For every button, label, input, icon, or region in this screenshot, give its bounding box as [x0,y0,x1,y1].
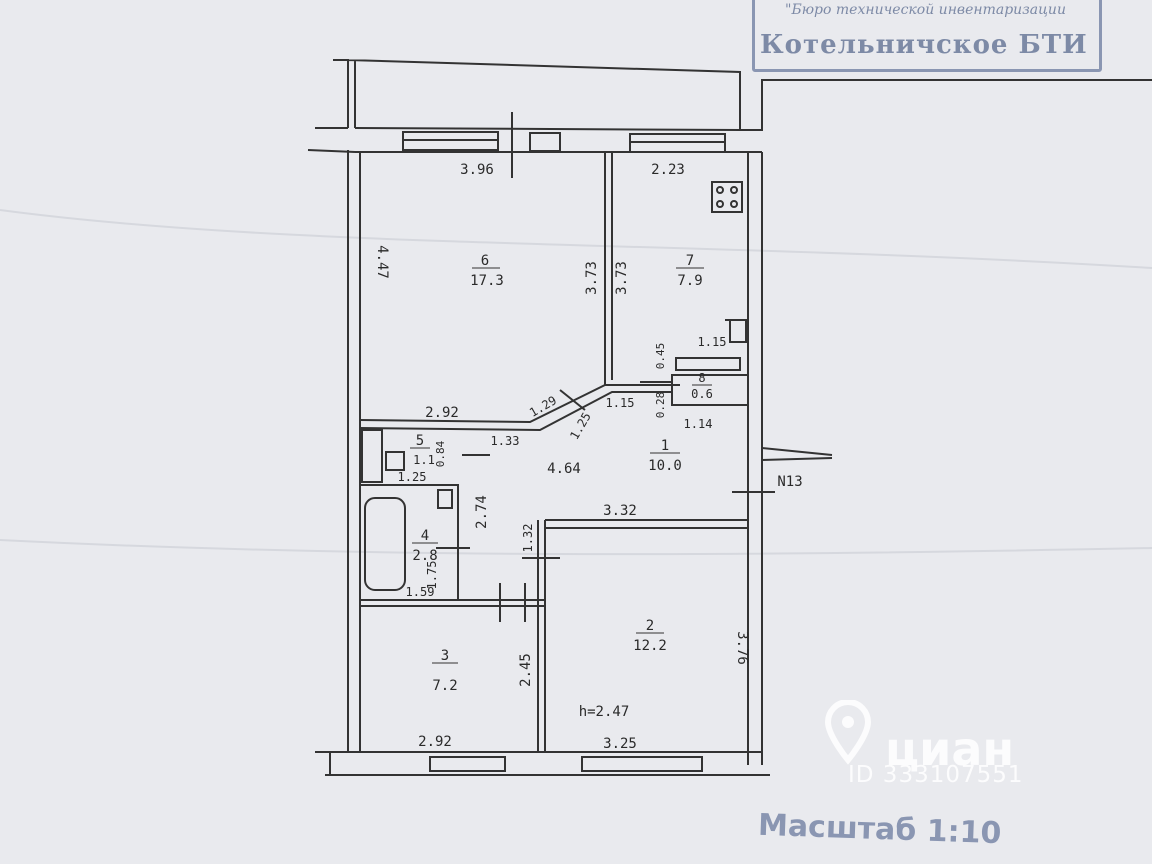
room-number: 2 [646,618,654,634]
room-number: 5 [416,433,424,449]
stamp-line-1: "Бюро технической инвентаризации [785,2,1066,18]
dim-pantry-side: 0.45 [654,343,667,370]
dim-bottom-right: 3.25 [603,736,637,752]
dim-room2-step: 1.32 [521,524,535,553]
room-area: 2.8 [412,548,437,564]
room-number: 3 [441,648,449,664]
dim-pantry-top: 1.15 [698,335,727,349]
room-area: 10.0 [648,458,682,474]
dim-corridor-274: 2.74 [474,495,490,529]
watermark-id: ID 333107551 [848,762,1024,788]
dim-bath-width: 1.59 [406,585,435,599]
walls [307,59,1152,776]
dim-pantry-width: 1.14 [684,417,713,431]
room-number: 4 [421,528,429,544]
dim-left-room6: 4.47 [374,245,390,279]
bti-stamp [752,0,1102,72]
dim-room6-right: 3.73 [584,261,600,295]
paper-folds [0,209,1152,556]
room-area: 7.2 [432,678,457,694]
room-number: 8 [698,371,705,385]
watermark-brand: циан [885,722,1015,776]
dimension-labels: 3.96 2.23 4.47 3.73 3.73 1.15 0.45 2.92 … [374,162,803,752]
room-area: 7.9 [677,273,702,289]
room-area: 1.1 [413,453,435,467]
dim-room2-side: 3.76 [734,631,750,665]
ceiling-height: h=2.47 [579,704,630,720]
dim-room2-top: 3.32 [603,503,637,519]
dim-corridor-top: 2.92 [425,405,459,421]
location-pin-icon [824,700,872,765]
room-area: 17.3 [470,273,504,289]
dim-angle-2: 1.25 [567,410,594,442]
room-number: 1 [661,438,669,454]
room-area: 12.2 [633,638,667,654]
dim-corridor-length: 4.64 [547,461,581,477]
apartment-number: N13 [777,474,802,490]
dim-room7-left: 3.73 [614,261,630,295]
dim-room3-side: 2.45 [518,653,534,687]
room-number: 7 [686,253,694,269]
dim-corridor-133: 1.33 [491,434,520,448]
dim-wc-width: 1.25 [398,470,427,484]
room-area: 0.6 [691,387,713,401]
dim-angle-3: 1.15 [606,396,635,410]
room-labels: 6 17.3 7 7.9 1 10.0 2 12.2 3 7.2 4 2.8 5… [410,253,713,694]
stamp-line-2: Котельничское БТИ [760,30,1088,60]
dim-bath-length: 1.75 [425,561,439,590]
dim-wc-depth: 0.84 [434,440,447,467]
dim-bottom-left: 2.92 [418,734,452,750]
dim-pantry-depth: 0.28 [654,392,667,419]
dim-top-left: 3.96 [460,162,494,178]
dim-top-right: 2.23 [651,162,685,178]
room-number: 6 [481,253,489,269]
